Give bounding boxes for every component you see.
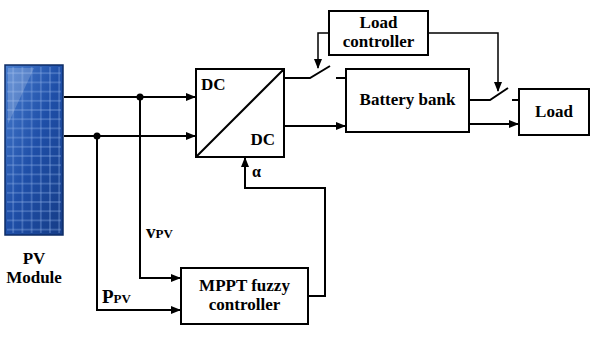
wire-connector [470, 88, 518, 100]
panel-cells [7, 67, 61, 233]
wire-connector [64, 136, 180, 310]
wire-connector [470, 123, 518, 125]
pv-module: PV Module [4, 64, 64, 292]
panel-frame [5, 65, 63, 235]
signal-label: α [251, 163, 262, 181]
signal-label: vPV [145, 222, 174, 243]
switch-control-line [318, 33, 328, 68]
panel-glare [8, 68, 34, 124]
box-label: Load controller [330, 14, 427, 51]
wire-connector [64, 97, 180, 278]
wire-connector [285, 125, 345, 127]
converter-port-label: DC [250, 131, 275, 150]
module-label: PV Module [0, 250, 70, 287]
controller-box: Load controller [328, 10, 429, 56]
box-label: MPPT fuzzy controller [182, 277, 307, 314]
box-label: Battery bank [356, 91, 460, 110]
controller-box: MPPT fuzzy controller [180, 267, 309, 325]
box-label: Load [531, 103, 577, 122]
dc-dc-converter: DC DC [195, 68, 285, 158]
converter-port-label: DC [201, 76, 226, 95]
load-box: Load [518, 88, 590, 136]
signal-label: PPV [101, 287, 132, 308]
battery-box: Battery bank [345, 68, 470, 133]
wire-connector [285, 66, 345, 78]
junction-dot [94, 133, 101, 140]
junction-dot [137, 94, 144, 101]
pv-panel-picture [4, 64, 64, 236]
